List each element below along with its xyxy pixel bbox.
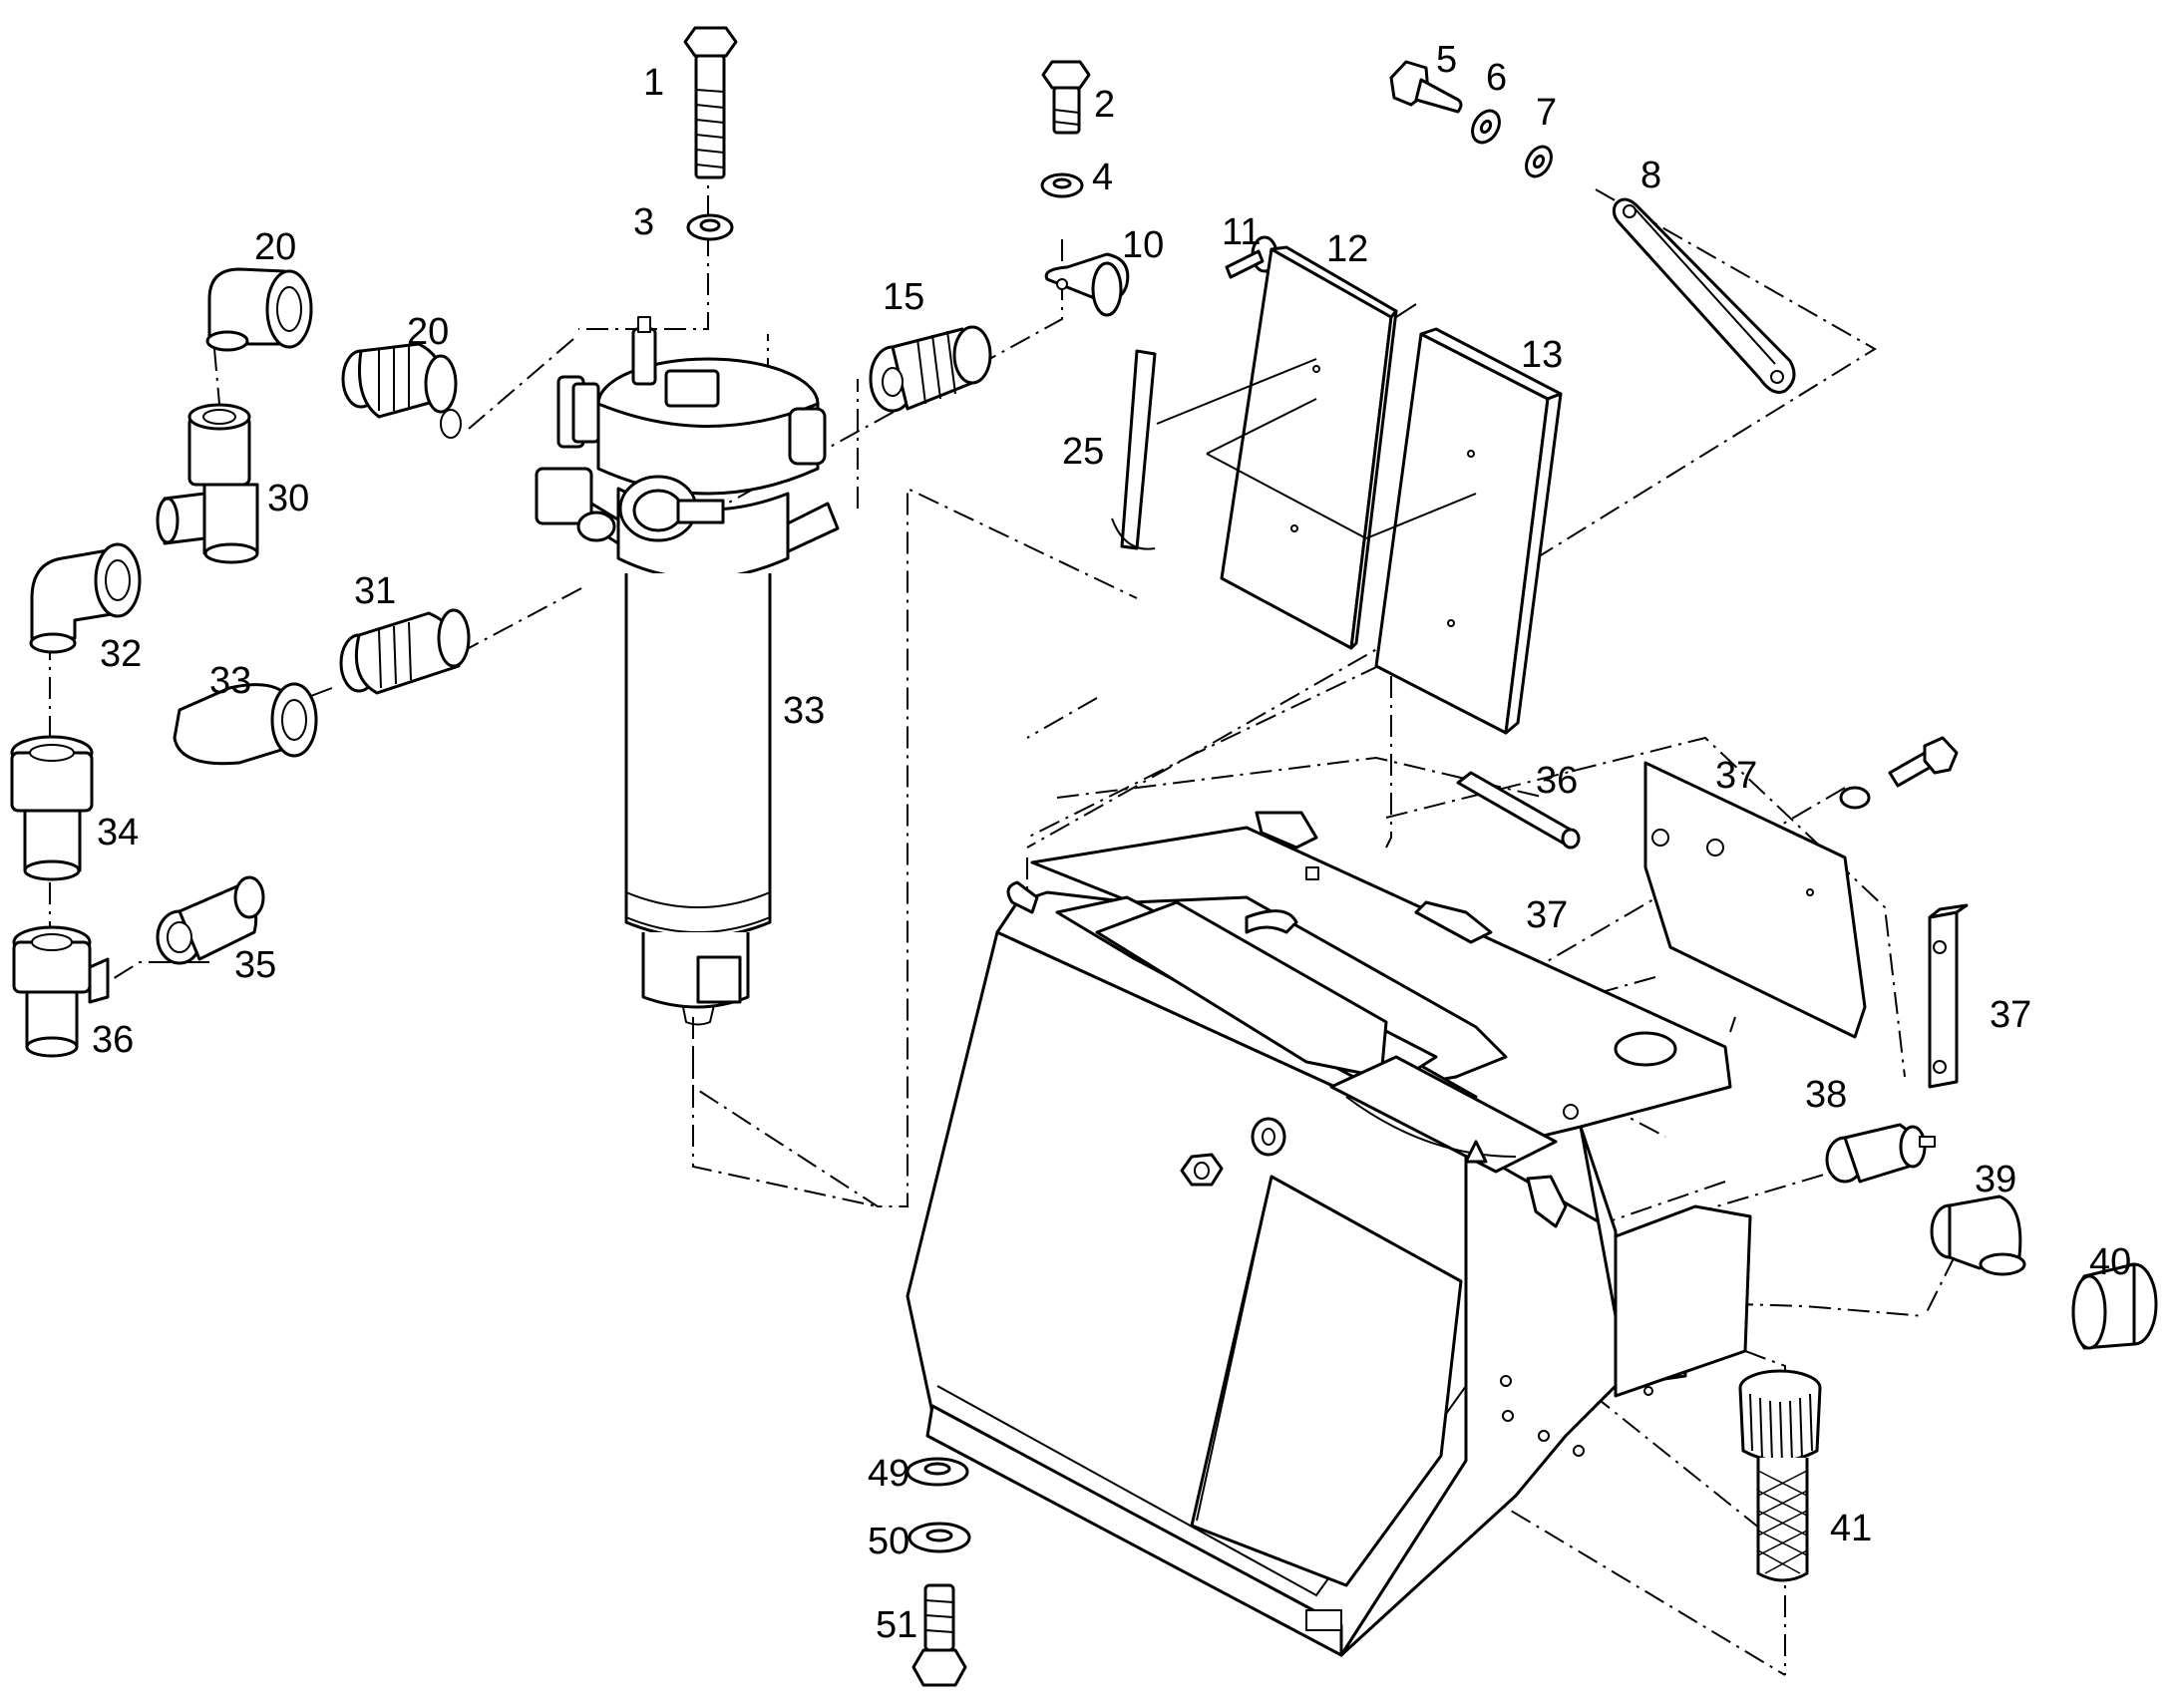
callout-1: 37 — [1526, 894, 1568, 936]
part-7-washer — [1525, 145, 1553, 178]
callout-32: 1 — [643, 62, 664, 104]
callout-36-lower: 31 — [354, 570, 396, 612]
callout-2: 51 — [876, 1604, 917, 1646]
callout-4: 50 — [868, 1521, 909, 1562]
part-31-bolt — [1041, 60, 1091, 135]
part-15-plate — [1643, 761, 1867, 1039]
callout-39: 34 — [97, 812, 139, 854]
callout-25: 38 — [1805, 1074, 1847, 1116]
part-1-tank — [906, 811, 1752, 1657]
callout-20-right: 13 — [1521, 334, 1563, 376]
part-20-pad-right — [1374, 327, 1563, 735]
callout-30: 33 — [783, 690, 825, 732]
callout-40: 36 — [92, 1019, 134, 1061]
part-washer-15 — [1839, 786, 1871, 810]
callout-11: 37 — [1990, 994, 2031, 1036]
callout-7: 7 — [1536, 92, 1557, 134]
callout-20-left: 12 — [1326, 228, 1368, 270]
part-4-washer — [908, 1522, 971, 1553]
part-36-fitting-lower — [339, 608, 471, 695]
callout-labels: 1 2 3 4 5 6 7 8 10 11 12 13 15 20 20 25 … — [92, 39, 2131, 1646]
callout-33-left: 3 — [633, 201, 654, 243]
callout-6: 5 — [1436, 39, 1457, 81]
part-41-fitting — [156, 875, 265, 965]
part-6-bolt — [1389, 60, 1463, 114]
callout-36-upper: 20 — [407, 311, 449, 353]
part-37-elbow-top — [205, 267, 313, 352]
part-10-cap — [2071, 1262, 2158, 1350]
part-bolt-15 — [1888, 736, 1959, 788]
callout-34: 10 — [1122, 224, 1164, 266]
part-33-washer-left — [686, 213, 734, 241]
callout-51: 36 — [1536, 760, 1578, 802]
callout-33-right: 4 — [1092, 157, 1113, 198]
part-25-sensor — [1825, 1123, 1936, 1184]
callout-5: 8 — [1640, 155, 1661, 196]
callout-37-top: 20 — [254, 226, 296, 268]
callout-13: 39 — [1975, 1159, 2016, 1200]
callout-35: 15 — [883, 276, 924, 318]
part-36-fitting-upper — [341, 342, 462, 439]
callout-38: 30 — [267, 478, 309, 519]
part-11-bracket — [1928, 903, 1969, 1089]
callout-49: 11 — [1222, 211, 1261, 253]
part-40-tee — [12, 925, 110, 1058]
part-33-washer-right — [1040, 172, 1084, 198]
part-39-coupling — [10, 735, 94, 881]
callout-37-mid: 32 — [100, 633, 142, 675]
callout-31: 2 — [1094, 84, 1115, 126]
part-3-washer — [906, 1457, 969, 1487]
part-30-filter-assembly — [535, 316, 840, 1026]
part-12-breather — [1738, 1369, 1822, 1582]
callout-50: 25 — [1062, 431, 1104, 473]
callout-41: 35 — [234, 944, 276, 986]
part-50-strip — [1111, 349, 1157, 550]
part-51-rod — [1456, 771, 1581, 850]
part-13-elbow — [1930, 1195, 2026, 1276]
callout-3: 49 — [868, 1453, 909, 1495]
callout-10: 40 — [2089, 1241, 2131, 1283]
part-34-clamp — [1044, 252, 1130, 317]
callout-8: 6 — [1486, 57, 1507, 99]
part-5-lever — [1612, 197, 1796, 394]
part-8-washer — [1471, 109, 1501, 145]
callout-12: 41 — [1830, 1508, 1872, 1549]
callout-15: 37 — [1715, 755, 1757, 797]
part-38-tee — [156, 403, 259, 564]
part-37-elbow-low — [173, 682, 318, 766]
part-washer-inside — [1251, 1117, 1286, 1157]
part-nut-inside — [1180, 1153, 1224, 1187]
part-2-bolt — [911, 1583, 967, 1687]
part-20-pad-left — [1220, 245, 1398, 650]
part-37-elbow-mid — [29, 542, 142, 654]
callout-37-low: 33 — [209, 660, 251, 702]
part-32-bolt — [683, 26, 738, 179]
part-35-fitting — [869, 325, 992, 413]
